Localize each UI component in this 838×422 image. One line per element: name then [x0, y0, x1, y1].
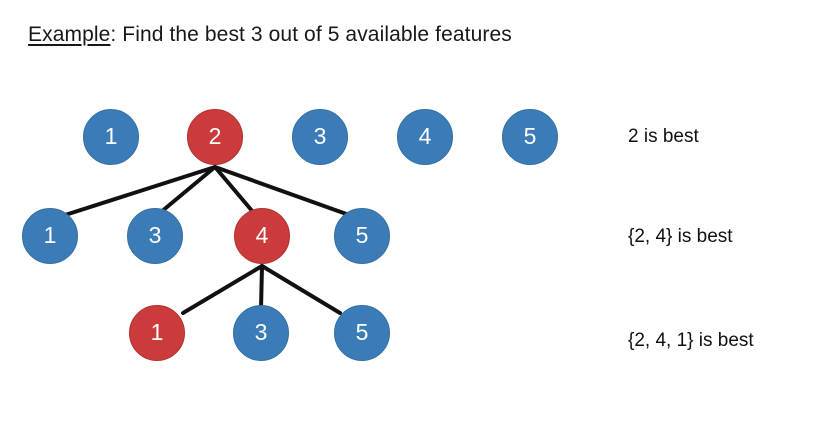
feature-node-4[interactable]: 4 [234, 208, 290, 264]
feature-node-label: 3 [313, 122, 327, 149]
feature-node-label: 1 [150, 318, 164, 345]
level-annotation-1: 2 is best [628, 126, 699, 147]
feature-node-3[interactable]: 3 [127, 208, 183, 264]
tree-edge [159, 165, 217, 214]
feature-node-label: 5 [355, 221, 369, 248]
level-annotation-3: {2, 4, 1} is best [628, 330, 754, 351]
tree-edge [213, 165, 354, 218]
feature-node-5[interactable]: 5 [502, 109, 558, 165]
tree-edges [60, 165, 354, 315]
tree-edge [60, 165, 217, 218]
feature-node-label: 5 [523, 122, 537, 149]
feature-node-1[interactable]: 1 [129, 305, 185, 361]
feature-node-label: 3 [148, 221, 162, 248]
level-annotation-2: {2, 4} is best [628, 226, 733, 247]
feature-node-3[interactable]: 3 [233, 305, 289, 361]
page-title-keyword: Example [28, 23, 111, 46]
feature-node-label: 1 [104, 122, 118, 149]
feature-node-label: 5 [355, 318, 369, 345]
tree-edge [213, 165, 255, 214]
tree-edge [259, 264, 264, 311]
feature-node-3[interactable]: 3 [292, 109, 348, 165]
feature-node-5[interactable]: 5 [334, 208, 390, 264]
feature-node-4[interactable]: 4 [397, 109, 453, 165]
feature-node-2[interactable]: 2 [187, 109, 243, 165]
tree-edge [181, 264, 264, 315]
feature-node-label: 4 [255, 221, 269, 248]
feature-node-5[interactable]: 5 [334, 305, 390, 361]
feature-node-label: 2 [208, 122, 222, 149]
page-title: Example: Find the best 3 out of 5 availa… [28, 22, 512, 48]
feature-node-label: 1 [43, 221, 57, 248]
feature-node-1[interactable]: 1 [22, 208, 78, 264]
tree-edge [260, 264, 342, 315]
feature-node-label: 3 [254, 318, 268, 345]
page-title-rest: : Find the best 3 out of 5 available fea… [110, 23, 512, 46]
search-tree-graph: 1 2 3 4 5 1 3 4 5 1 3 5 [22, 109, 558, 361]
feature-node-label: 4 [418, 122, 432, 149]
feature-node-1[interactable]: 1 [83, 109, 139, 165]
